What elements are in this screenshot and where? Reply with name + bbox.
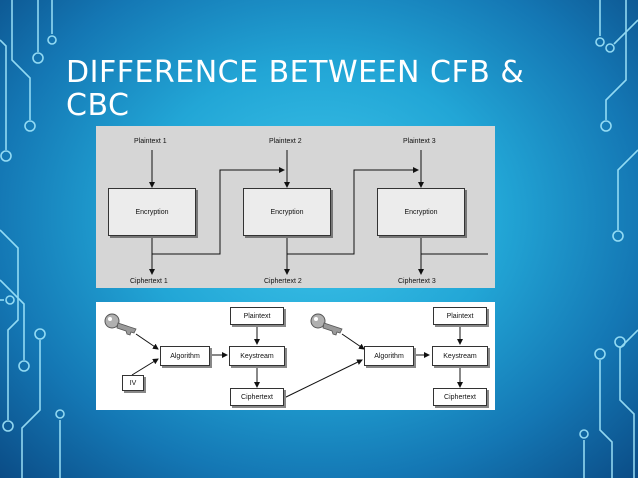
ciphertext-box-1: Ciphertext (230, 388, 284, 406)
ciphertext-2-label: Ciphertext 2 (264, 278, 302, 285)
encryption-block-3: Encryption (377, 188, 465, 236)
plaintext-box-2: Plaintext (433, 307, 487, 325)
encryption-block-1: Encryption (108, 188, 196, 236)
iv-box: IV (122, 375, 144, 391)
key-icon (104, 313, 137, 336)
ciphertext-3-label: Ciphertext 3 (398, 278, 436, 285)
cbc-diagram: Plaintext 1 Plaintext 2 Plaintext 3 Encr… (96, 126, 495, 288)
algorithm-box-1: Algorithm (160, 346, 210, 366)
plaintext-2-label: Plaintext 2 (269, 138, 302, 145)
algorithm-box-2: Algorithm (364, 346, 414, 366)
plaintext-3-label: Plaintext 3 (403, 138, 436, 145)
encryption-block-2: Encryption (243, 188, 331, 236)
ciphertext-box-2: Ciphertext (433, 388, 487, 406)
cbc-arrows (149, 150, 488, 275)
slide-title: DIFFERENCE BETWEEN CFB & CBC (66, 55, 525, 123)
keystream-box-2: Keystream (432, 346, 488, 366)
plaintext-1-label: Plaintext 1 (134, 138, 167, 145)
cfb-diagram: Algorithm Keystream Plaintext Ciphertext… (96, 302, 495, 410)
plaintext-box-1: Plaintext (230, 307, 284, 325)
keystream-box-1: Keystream (229, 346, 285, 366)
ciphertext-1-label: Ciphertext 1 (130, 278, 168, 285)
key-icon (310, 313, 343, 336)
cfb-arrows (104, 313, 463, 399)
